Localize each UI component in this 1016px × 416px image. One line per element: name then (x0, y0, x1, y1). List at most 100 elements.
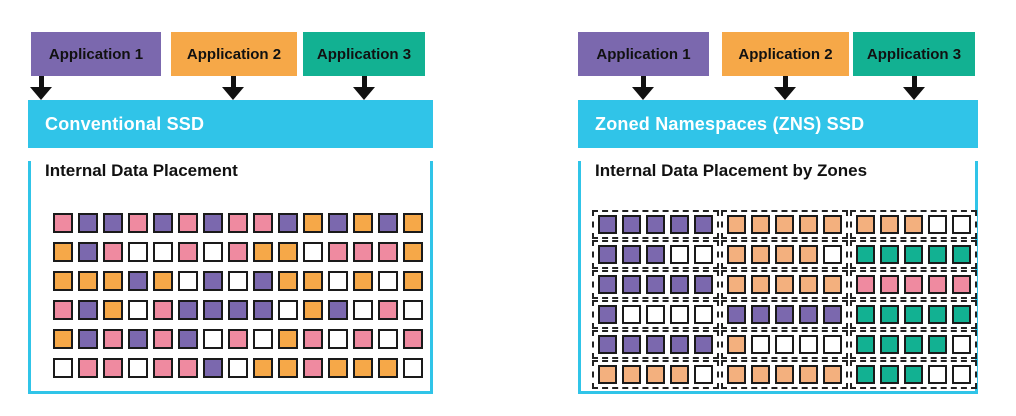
data-block-peach (751, 245, 770, 264)
data-block-teal (904, 335, 923, 354)
grid-row (53, 358, 423, 378)
zns-zoned-data-grid (592, 210, 977, 389)
data-block-purple (622, 215, 641, 234)
data-block-peach (823, 215, 842, 234)
data-block-white (203, 329, 223, 349)
data-block-pink (228, 242, 248, 262)
data-block-pink (103, 329, 123, 349)
data-block-purple (178, 329, 198, 349)
data-block-peach (823, 365, 842, 384)
right-application-1-box: Application 1 (578, 32, 709, 76)
data-block-purple (622, 245, 641, 264)
data-block-white (353, 300, 373, 320)
data-block-purple (128, 329, 148, 349)
data-block-white (751, 335, 770, 354)
zone-cell (592, 240, 719, 269)
zone-row (592, 360, 977, 389)
data-block-peach (646, 365, 665, 384)
left-application-1-box: Application 1 (31, 32, 161, 76)
data-block-pink (328, 242, 348, 262)
data-block-pink (103, 358, 123, 378)
data-block-peach (598, 365, 617, 384)
zone-cell (721, 330, 848, 359)
data-block-purple (153, 213, 173, 233)
data-block-orange (78, 271, 98, 291)
data-block-white (278, 300, 298, 320)
data-block-purple (78, 329, 98, 349)
data-block-purple (670, 275, 689, 294)
data-block-orange (278, 271, 298, 291)
zone-cell (850, 270, 977, 299)
right-application-3-box: Application 3 (853, 32, 975, 76)
data-block-purple (253, 300, 273, 320)
data-block-peach (799, 365, 818, 384)
data-block-pink (178, 358, 198, 378)
data-block-peach (751, 275, 770, 294)
data-block-orange (278, 329, 298, 349)
data-block-orange (253, 358, 273, 378)
data-block-pink (303, 358, 323, 378)
data-block-orange (303, 213, 323, 233)
data-block-purple (253, 271, 273, 291)
data-block-pink (378, 300, 398, 320)
data-block-peach (775, 365, 794, 384)
data-block-white (53, 358, 73, 378)
data-block-white (303, 242, 323, 262)
data-block-teal (856, 365, 875, 384)
data-block-teal (952, 245, 971, 264)
right-down-arrow-3-icon (902, 76, 926, 100)
data-block-purple (598, 245, 617, 264)
data-block-peach (622, 365, 641, 384)
data-block-teal (856, 245, 875, 264)
data-block-pink (228, 213, 248, 233)
data-block-purple (203, 358, 223, 378)
arrow-stem (640, 76, 646, 87)
data-block-orange (353, 358, 373, 378)
data-block-purple (378, 213, 398, 233)
data-block-white (378, 329, 398, 349)
data-block-orange (378, 358, 398, 378)
data-block-white (403, 300, 423, 320)
data-block-peach (904, 215, 923, 234)
data-block-purple (622, 335, 641, 354)
left-down-arrow-2-icon (221, 76, 245, 100)
data-block-orange (353, 213, 373, 233)
data-block-teal (928, 305, 947, 324)
arrow-stem (230, 76, 236, 87)
data-block-white (670, 305, 689, 324)
data-block-teal (880, 365, 899, 384)
data-block-purple (751, 305, 770, 324)
zone-row (592, 270, 977, 299)
data-block-white (228, 358, 248, 378)
zone-cell (721, 240, 848, 269)
data-block-white (128, 358, 148, 378)
data-block-orange (153, 271, 173, 291)
data-block-peach (727, 245, 746, 264)
data-block-orange (53, 329, 73, 349)
zone-cell (592, 360, 719, 389)
data-block-purple (670, 335, 689, 354)
data-block-pink (303, 329, 323, 349)
data-block-orange (278, 358, 298, 378)
data-block-white (823, 245, 842, 264)
zone-row (592, 330, 977, 359)
data-block-white (775, 335, 794, 354)
data-block-white (378, 271, 398, 291)
data-block-pink (153, 358, 173, 378)
grid-row (53, 213, 423, 233)
arrow-head (903, 87, 925, 100)
zone-cell (850, 240, 977, 269)
data-block-white (403, 358, 423, 378)
arrow-head (353, 87, 375, 100)
data-block-white (178, 271, 198, 291)
data-block-purple (646, 215, 665, 234)
data-block-purple (775, 305, 794, 324)
data-block-peach (751, 215, 770, 234)
data-block-pink (353, 329, 373, 349)
data-block-purple (178, 300, 198, 320)
zone-cell (850, 210, 977, 239)
data-block-orange (303, 300, 323, 320)
data-block-peach (775, 245, 794, 264)
data-block-pink (103, 242, 123, 262)
